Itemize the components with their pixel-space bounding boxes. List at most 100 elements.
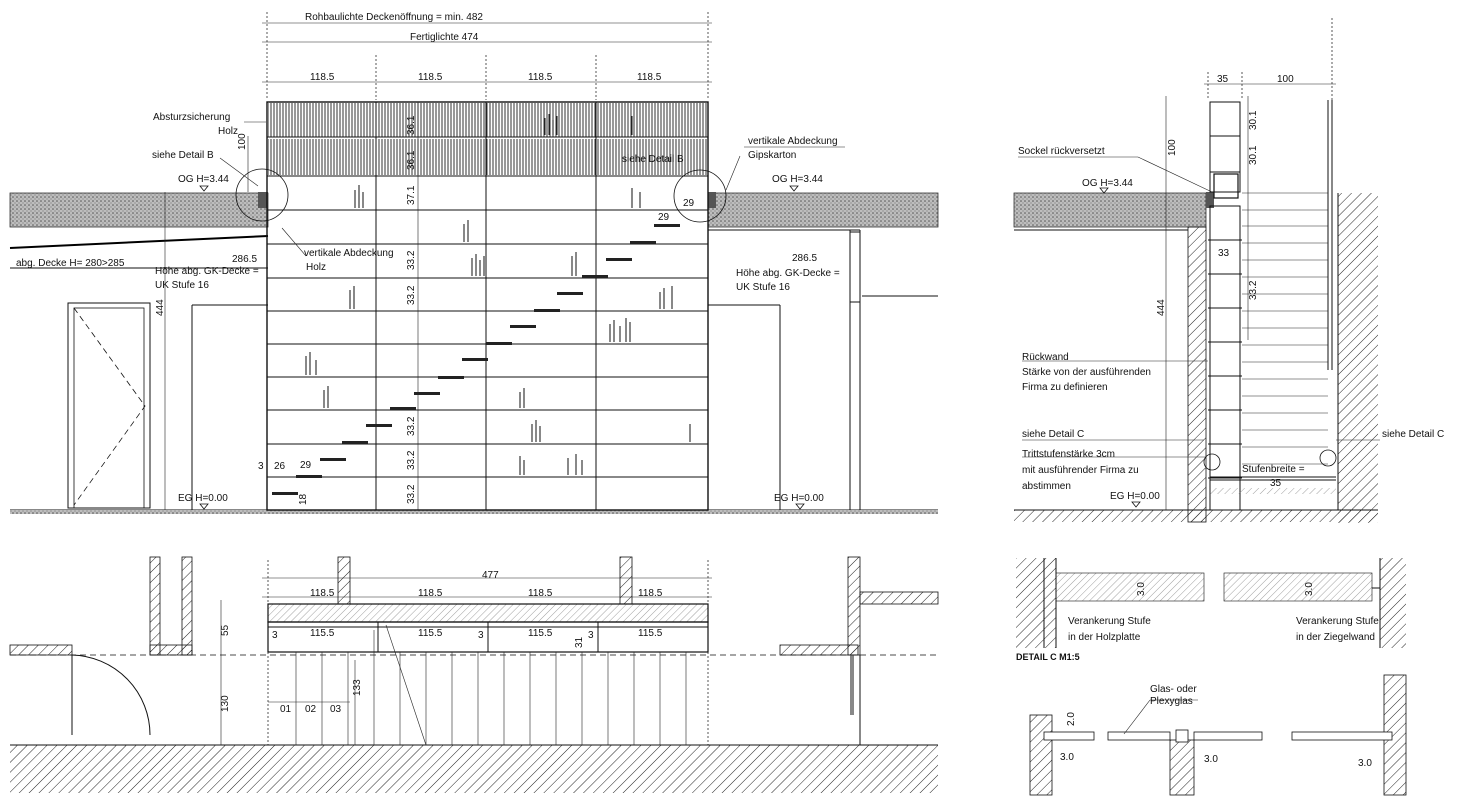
dim-3-b: 3 [258, 461, 264, 472]
dim-33-2-a: 33.2 [406, 250, 417, 270]
dim-bay-4: 118.5 [637, 72, 662, 83]
label-rueckwand-3: Firma zu definieren [1022, 382, 1108, 393]
label-trittstufe-2: mit ausführender Firma zu [1022, 465, 1139, 476]
label-og-section: OG H=3.44 [1082, 178, 1133, 189]
det-3-0-c: 3.0 [1060, 752, 1074, 763]
label-uk-stufe-left: UK Stufe 16 [155, 280, 209, 291]
dim-bay-2: 118.5 [418, 72, 443, 83]
sec-dim-100-top: 100 [1277, 74, 1294, 85]
dim-286-5-left: 286.5 [232, 254, 257, 265]
plan-dim-115-5-a: 115.5 [310, 628, 335, 639]
plan-tread-01: 01 [280, 704, 292, 715]
label-stufenbreite: Stufenbreite = [1242, 464, 1305, 475]
plan-tread-02: 02 [305, 704, 317, 715]
label-eg-section: EG H=0.00 [1110, 491, 1160, 502]
plan-dim-31: 31 [574, 636, 585, 648]
det-3-0-a: 3.0 [1136, 582, 1147, 596]
label-eg-right: EG H=0.00 [774, 493, 824, 504]
dim-33-2-b: 33.2 [406, 285, 417, 305]
stair-treads [272, 224, 680, 495]
label-veranker-holz-2: in der Holzplatte [1068, 632, 1141, 643]
label-veranker-holz-1: Verankerung Stufe [1068, 616, 1151, 627]
sec-dim-100: 100 [1167, 139, 1178, 156]
dim-29-b: 29 [683, 198, 695, 209]
label-gipskarton: Gipskarton [748, 150, 796, 161]
detail-c-title: DETAIL C M1:5 [1016, 652, 1080, 662]
dim-33-2-c: 33.2 [406, 416, 417, 436]
label-hoehe-gk-left: Höhe abg. GK-Decke = [155, 266, 259, 277]
plan-dim-55: 55 [220, 624, 231, 636]
dim-36-1: 36.1 [406, 150, 417, 170]
sec-dim-30-1-a: 30.1 [1248, 110, 1259, 130]
label-veranker-ziegel-1: Verankerung Stufe [1296, 616, 1379, 627]
dim-36-1-top: 36.1 [406, 115, 417, 135]
dim-18: 18 [298, 493, 309, 505]
sec-dim-33: 33 [1218, 248, 1230, 259]
books [305, 114, 691, 475]
label-og-right: OG H=3.44 [772, 174, 823, 185]
sec-dim-33-2: 33.2 [1248, 280, 1259, 300]
plan-dim-477: 477 [482, 570, 499, 581]
plan-dim-3-a: 3 [272, 630, 278, 641]
plan-dim-133: 133 [352, 679, 363, 696]
label-eg-left: EG H=0.00 [178, 493, 228, 504]
label-siehe-detail-c-right: siehe Detail C [1382, 429, 1444, 440]
sec-dim-30-1-b: 30.1 [1248, 145, 1259, 165]
elevation-view: Rohbaulichte Deckenöffnung = min. 482 Fe… [9, 12, 939, 514]
plan-dim-118-5-d: 118.5 [638, 588, 663, 599]
label-vertikale-abdeckung-gips: vertikale Abdeckung [748, 136, 838, 147]
label-absturzsicherung: Absturzsicherung [153, 112, 230, 123]
dim-bay-1: 118.5 [310, 72, 335, 83]
plan-view: 477 118.5 118.5 118.5 118.5 3 115.5 115.… [9, 556, 939, 793]
label-veranker-ziegel-2: in der Ziegelwand [1296, 632, 1375, 643]
plan-dim-3-b: 3 [478, 630, 484, 641]
dim-33-2-e: 33.2 [406, 484, 417, 504]
dim-33-2-d: 33.2 [406, 450, 417, 470]
dim-29-a: 29 [658, 212, 670, 223]
det-3-0-d: 3.0 [1204, 754, 1218, 765]
dim-rohbau-opening: Rohbaulichte Deckenöffnung = min. 482 [305, 12, 483, 23]
plan-dim-118-5-b: 118.5 [418, 588, 443, 599]
plan-dim-3-c: 3 [588, 630, 594, 641]
label-glas-2: Plexyglas [1150, 696, 1193, 707]
plan-dim-130: 130 [220, 695, 231, 712]
label-abg-decke: abg. Decke H= 280>285 [16, 258, 125, 269]
label-rueckwand: Rückwand [1022, 352, 1069, 363]
plan-dim-115-5-d: 115.5 [638, 628, 663, 639]
det-3-0-b: 3.0 [1304, 582, 1315, 596]
label-hoehe-gk-right: Höhe abg. GK-Decke = [736, 268, 840, 279]
section-view: 35 100 [1013, 18, 1444, 523]
dim-26: 26 [274, 461, 286, 472]
label-siehe-detail-c-left: siehe Detail C [1022, 429, 1084, 440]
dim-444: 444 [155, 299, 166, 316]
sec-dim-444: 444 [1156, 299, 1167, 316]
plan-dim-115-5-b: 115.5 [418, 628, 443, 639]
det-3-0-e: 3.0 [1358, 758, 1372, 769]
shelf-lines [267, 209, 708, 478]
dim-37-1: 37.1 [406, 185, 417, 205]
label-siehe-detail-b-right: siehe Detail B [622, 154, 684, 165]
label-glas-1: Glas- oder [1150, 684, 1197, 695]
plan-dim-118-5-c: 118.5 [528, 588, 553, 599]
label-vertikale-abdeckung-holz: vertikale Abdeckung [304, 248, 394, 259]
det-2-0: 2.0 [1066, 712, 1077, 726]
dim-29-c: 29 [300, 460, 312, 471]
label-rueckwand-2: Stärke von der ausführenden [1022, 367, 1151, 378]
svg-text:100: 100 [237, 133, 248, 150]
label-trittstufe-1: Trittstufenstärke 3cm [1022, 449, 1115, 460]
label-uk-stufe-right: UK Stufe 16 [736, 282, 790, 293]
sec-dim-35: 35 [1217, 74, 1229, 85]
plan-treads [295, 630, 687, 745]
detail-c: 3.0 Verankerung Stufe in der Holzplatte … [1016, 558, 1407, 796]
label-holz-2: Holz [306, 262, 326, 273]
label-stufenbreite-val: 35 [1270, 478, 1282, 489]
dim-fertiglichte: Fertiglichte 474 [410, 32, 479, 43]
label-siehe-detail-b-left: siehe Detail B [152, 150, 214, 161]
label-holz: Holz [218, 126, 238, 137]
label-trittstufe-3: abstimmen [1022, 481, 1071, 492]
label-sockel: Sockel rückversetzt [1018, 146, 1105, 157]
section-treads [1208, 192, 1336, 511]
plan-dim-118-5-a: 118.5 [310, 588, 335, 599]
dim-bay-3: 118.5 [528, 72, 553, 83]
